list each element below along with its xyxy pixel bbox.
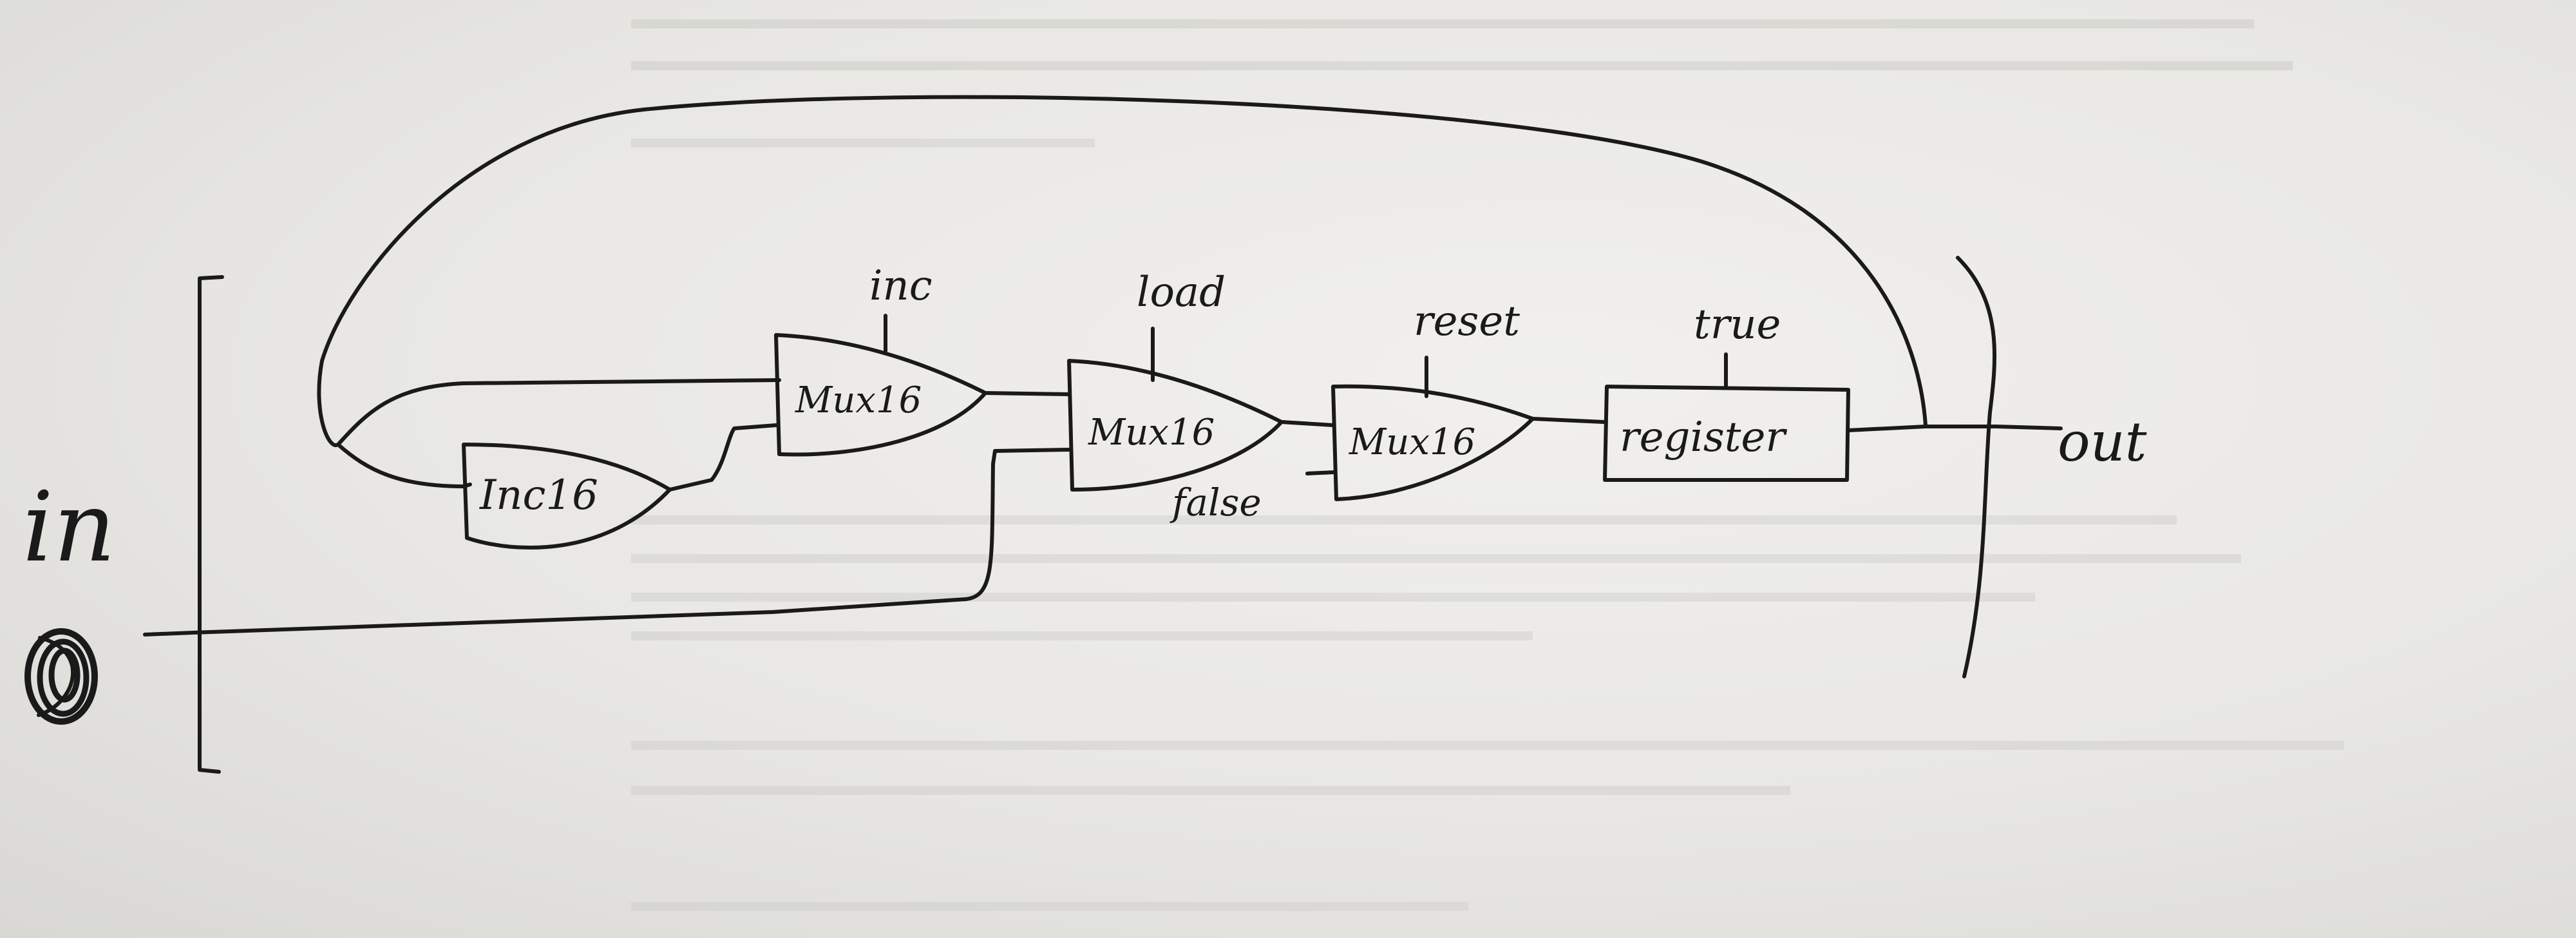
feedback-split-wire [336, 378, 781, 488]
false-input-wire [1305, 470, 1336, 475]
mux-load-label: Mux16 [1088, 412, 1215, 454]
chip-left-bracket [198, 275, 224, 774]
inc16-label: Inc16 [479, 472, 598, 519]
feedback-wire [317, 95, 1927, 447]
input-pin [24, 628, 98, 725]
inc16-out-wire [668, 423, 778, 492]
register-block [1603, 385, 1850, 482]
mux-reset-out-wire [1531, 417, 1605, 424]
mux-inc-label: Mux16 [795, 379, 922, 421]
input-label: in [23, 472, 116, 584]
chip-right-bracket [1956, 256, 1997, 678]
false-input-label: false [1170, 481, 1262, 524]
true-control-label: true [1694, 301, 1781, 349]
reset-control-label: reset [1414, 298, 1520, 345]
inc-control-label: inc [869, 262, 933, 310]
register-out-wire [1846, 425, 2063, 432]
output-label: out [2058, 410, 2147, 474]
mux-load-out-wire [1280, 420, 1335, 427]
in-wire [143, 448, 1071, 636]
mux-reset-label: Mux16 [1349, 421, 1475, 463]
register-label: register [1620, 414, 1787, 461]
mux-inc-out-wire [983, 391, 1071, 396]
load-control-label: load [1137, 269, 1226, 316]
show-through-text [631, 19, 2344, 911]
